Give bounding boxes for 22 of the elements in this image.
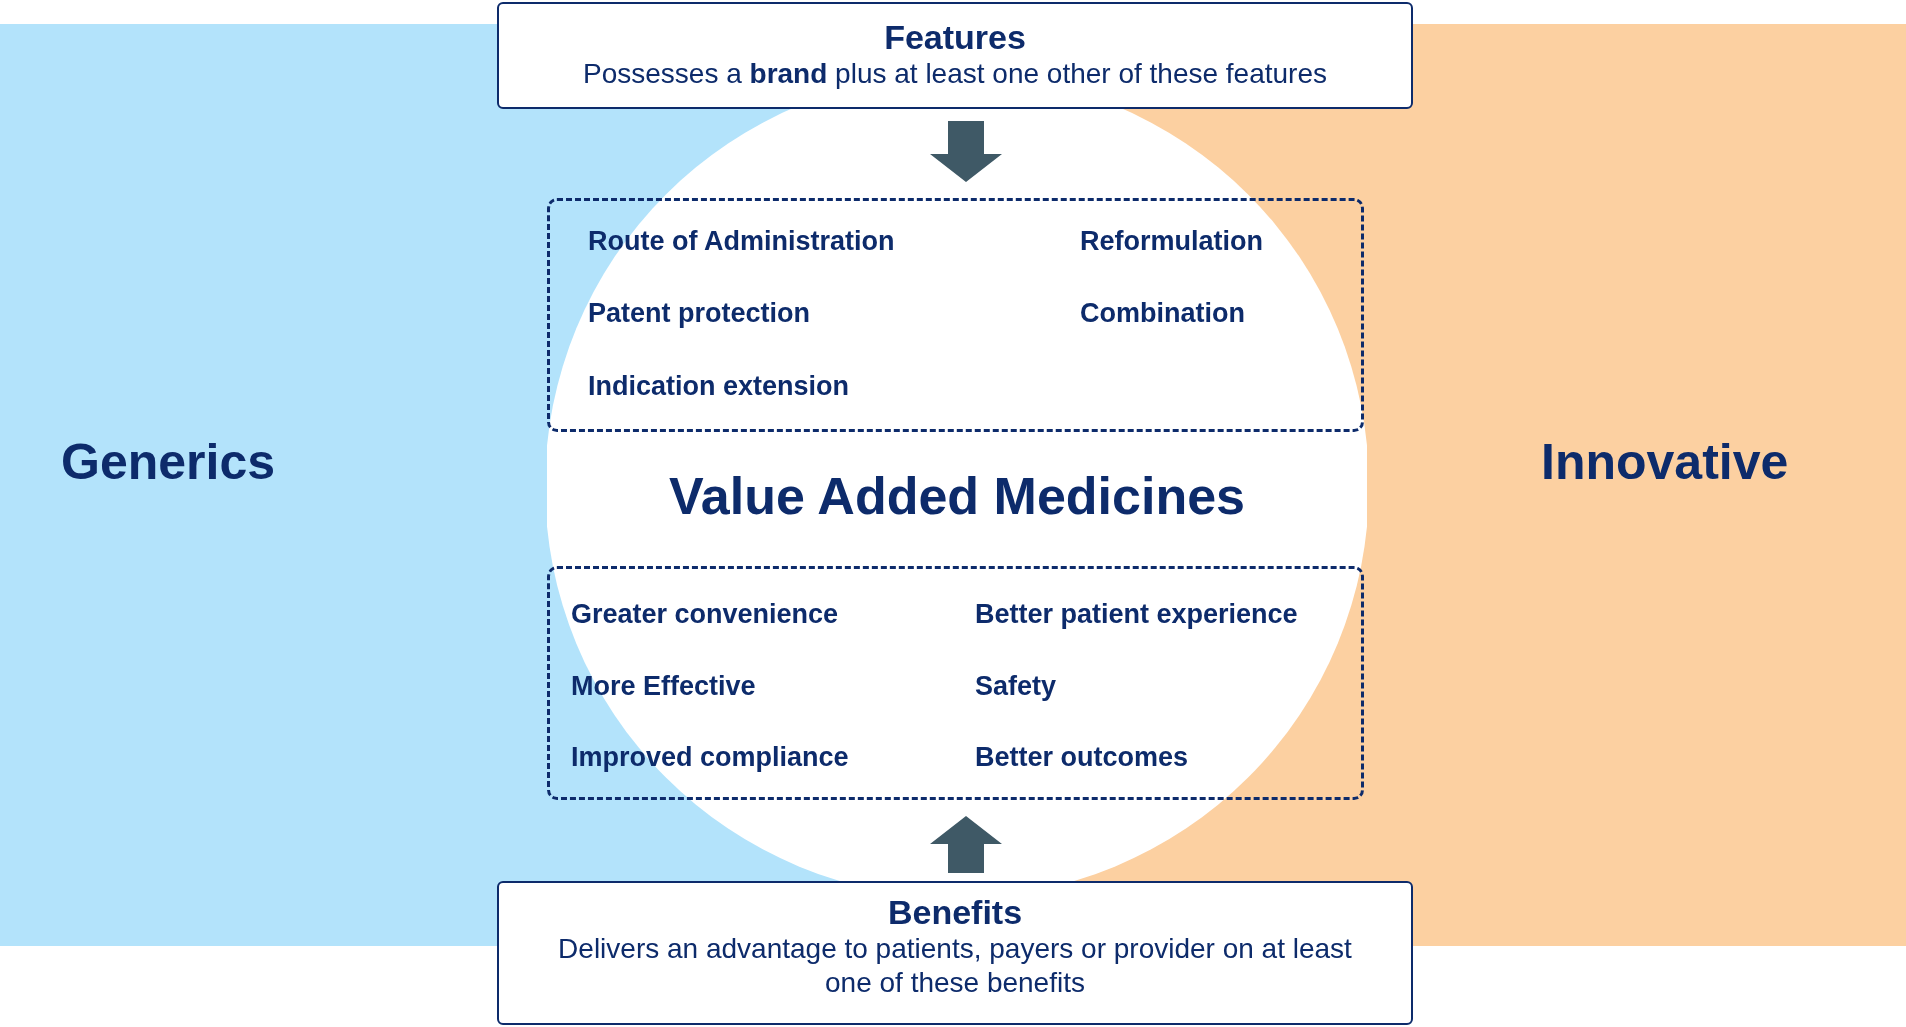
block-arrow — [930, 121, 1002, 182]
box-heading: Benefits — [886, 893, 1024, 932]
list-item: Route of Administration — [588, 225, 895, 257]
list-item: Better outcomes — [975, 741, 1189, 773]
band-title: Generics — [61, 433, 275, 491]
list-item: Patent protection — [588, 297, 810, 329]
band-title: Innovative — [1541, 433, 1789, 491]
box-heading: Features — [883, 18, 1027, 57]
list-item: Greater convenience — [571, 598, 839, 630]
list-item: More Effective — [571, 670, 756, 702]
center-title: Value Added Medicines — [668, 466, 1246, 526]
list-item: Safety — [975, 670, 1057, 702]
list-item: Reformulation — [1080, 225, 1263, 257]
list-item: Better patient experience — [975, 598, 1298, 630]
block-arrow — [930, 816, 1002, 873]
features-box — [497, 2, 1413, 109]
list-item: Indication extension — [588, 370, 850, 402]
list-item: Improved compliance — [571, 741, 849, 773]
box-description: Possesses a brand plus at least one other of these features — [582, 57, 1328, 91]
box-description: Delivers an advantage to patients, payers or provider on at least one of these benefits — [557, 932, 1353, 1000]
list-item: Combination — [1080, 297, 1245, 329]
benefits-box — [497, 881, 1413, 1025]
